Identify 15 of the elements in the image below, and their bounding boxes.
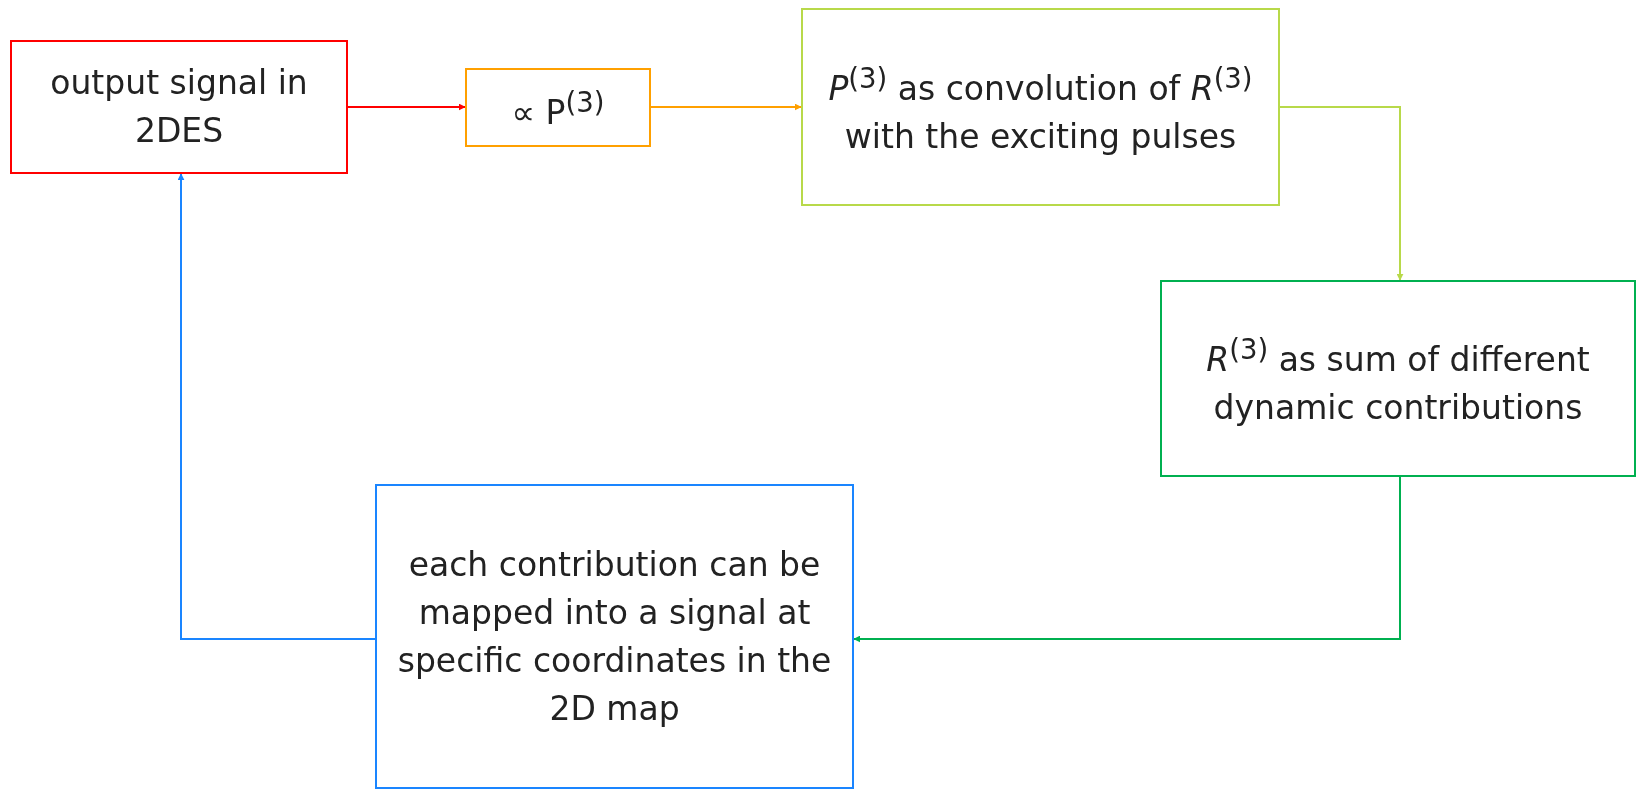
process-box: [375, 484, 854, 789]
process-box: [10, 40, 348, 174]
box-text: P$^{(3)}$ as convolution of R$^{(3)}$ with the exciting pulses: [827, 60, 1254, 158]
box-text: output signal in 2DES: [49, 62, 309, 152]
box-text: each contribution can be mapped into a signal at specific coordinates in the 2D map: [396, 543, 833, 730]
arrow: [347, 103, 466, 111]
process-box: [465, 68, 651, 147]
box-text: ∝ P$^{(3)}$: [510, 85, 606, 134]
arrow: [177, 173, 376, 640]
process-box: [1160, 280, 1636, 477]
arrow: [650, 103, 802, 111]
arrow: [853, 476, 1401, 643]
process-box: [801, 8, 1280, 206]
box-text: R$^{(3)}$ as sum of different dynamic contributions: [1205, 332, 1591, 429]
arrow: [1279, 106, 1404, 281]
